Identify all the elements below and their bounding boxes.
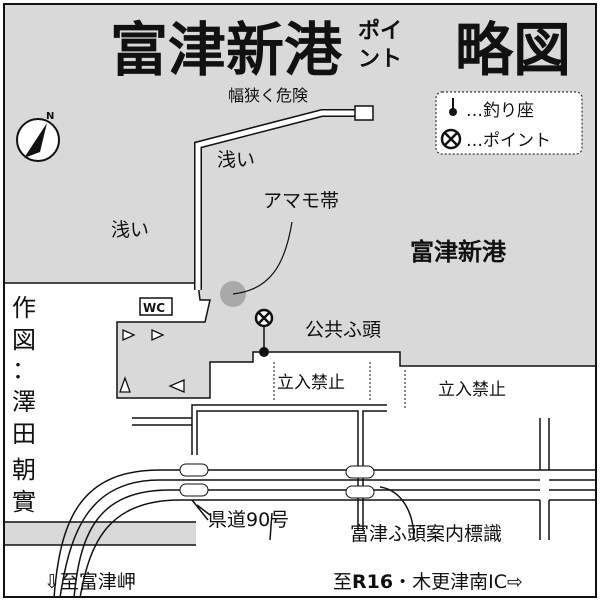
- svg-text:図: 図: [12, 326, 36, 354]
- compass-icon: N: [16, 111, 60, 162]
- svg-text:朝: 朝: [12, 456, 36, 484]
- svg-text:：: ：: [12, 356, 36, 384]
- canal: [4, 522, 196, 545]
- svg-text:作: 作: [12, 294, 36, 322]
- label-shallow: 浅い: [217, 149, 255, 171]
- svg-text:實: 實: [12, 488, 36, 516]
- map-credit: 作 図 ： 澤 田 朝 實: [12, 294, 36, 516]
- label-sign: 富津ふ頭案内標識: [350, 523, 502, 545]
- label-route-90: 県道90号: [208, 509, 289, 531]
- svg-text:N: N: [46, 111, 54, 122]
- legend: …釣り座 …ポイント: [435, 91, 583, 155]
- title-small: ポイ: [358, 18, 402, 44]
- title-small: ント: [358, 47, 402, 72]
- boat-icons: [119, 328, 185, 393]
- svg-text:澤: 澤: [12, 388, 36, 416]
- label-no-entry: 立入禁止: [438, 380, 506, 400]
- direction-to-futtsu-misaki: ⇩至富津岬: [44, 571, 136, 593]
- wc-label: WC: [143, 301, 165, 315]
- label-no-entry: 立入禁止: [277, 373, 345, 393]
- map-title: 富津新港: [110, 16, 343, 84]
- label-narrow-danger: 幅狭く危険: [228, 86, 308, 105]
- label-public-pier: 公共ふ頭: [305, 319, 381, 341]
- fishing-seat-icon: [449, 108, 457, 116]
- legend-seat-label: …釣り座: [466, 101, 534, 121]
- label-shallow: 浅い: [111, 219, 149, 241]
- direction-to-r16: 至R16・木更津南IC⇨: [333, 571, 523, 593]
- title-end: 略図: [455, 16, 571, 84]
- svg-text:田: 田: [12, 420, 36, 448]
- label-harbor: 富津新港: [410, 238, 507, 266]
- traffic-signal-icons: [179, 463, 375, 499]
- label-eelgrass: アマモ帯: [263, 190, 339, 212]
- legend-point-label: …ポイント: [466, 131, 551, 151]
- fishing-seat-icon: [259, 347, 269, 357]
